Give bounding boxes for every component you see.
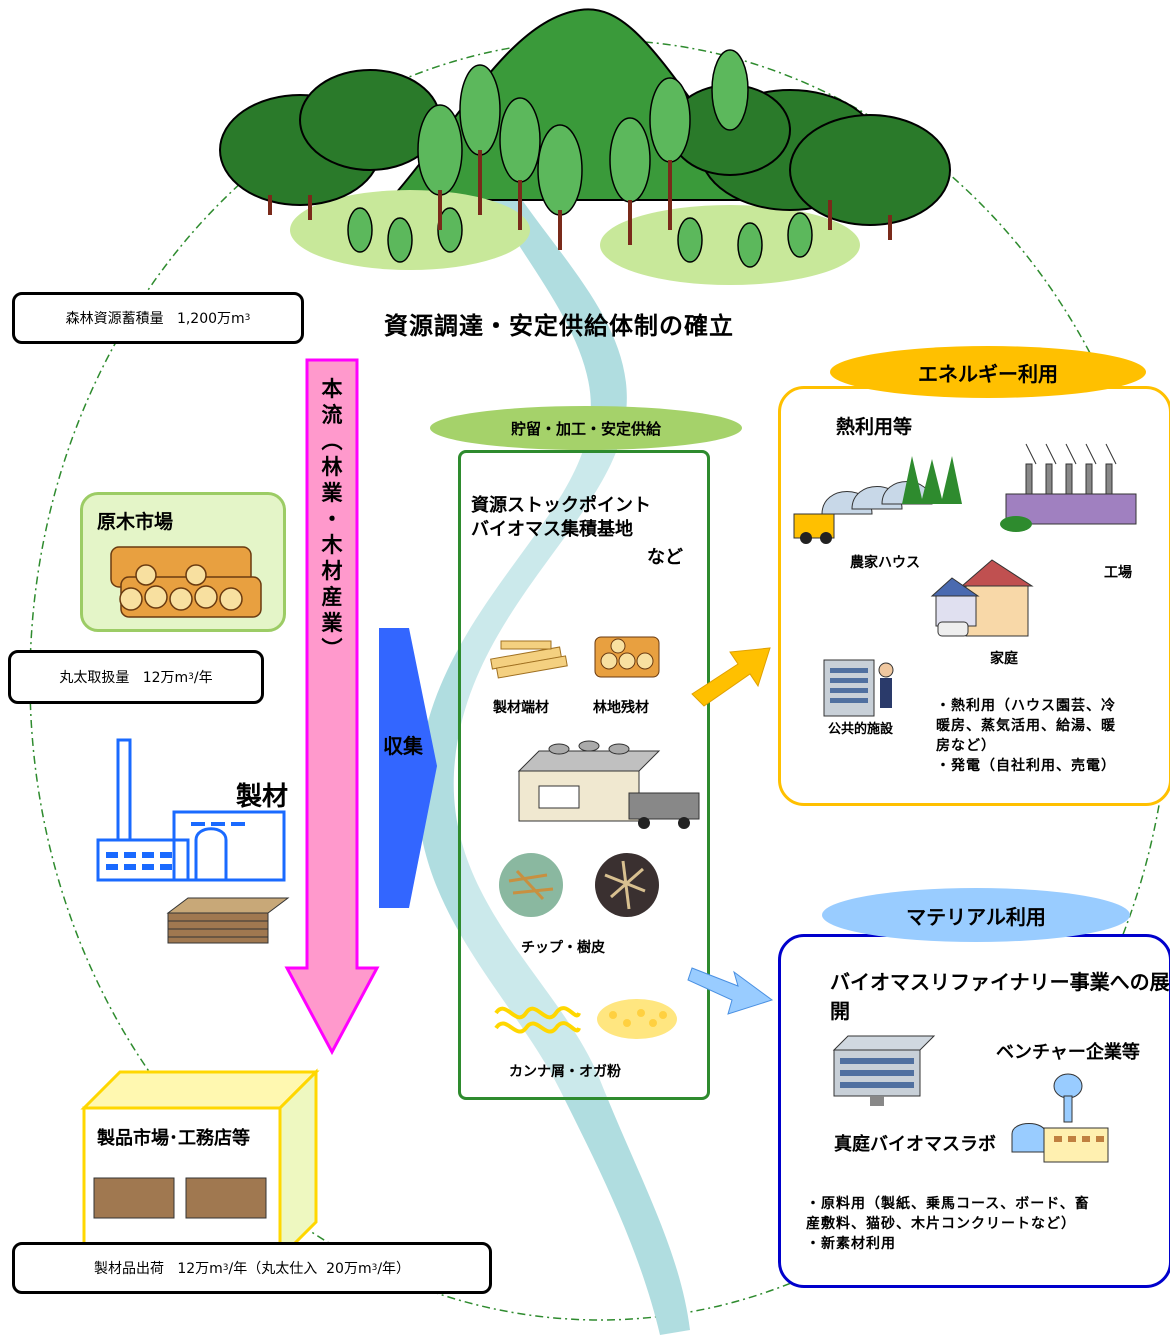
log-volume-unit: /年 (193, 670, 213, 686)
material-notes: ・原料用（製紙、乗馬コース、ボード、畜産敷料、猫砂、木片コンクリートなど） ・新… (806, 1196, 1090, 1252)
storage-line2: バイオマス集積基地 (471, 519, 633, 540)
factory-label: 工場 (1104, 565, 1132, 581)
energy-header: エネルギー利用 (830, 346, 1146, 398)
storage-header: 貯留・加工・安定供給 (430, 406, 742, 450)
lumber-stack-icon (166, 897, 290, 944)
mainstream-arrow (284, 358, 380, 1056)
public-facility-label: 公共的施設 (828, 722, 894, 737)
processing-plant-icon (517, 740, 700, 829)
shavings-label: カンナ屑・オガ粉 (509, 1064, 621, 1080)
mainstream-label: 本流 ︵林 業・ 木材 産業 ︶ (321, 377, 343, 661)
log-market-title: 原木市場 (97, 511, 174, 533)
product-market-title: 製品市場･工務店等 (97, 1128, 250, 1149)
forest-stock-label: 森林資源蓄積量 (65, 311, 164, 327)
chip-icon (499, 853, 563, 917)
lumber-offcut-icon (490, 640, 568, 679)
energy-subtitle: 熱利用等 (836, 416, 913, 438)
venture-plant-icon (1011, 1073, 1109, 1163)
log-volume-sup: 3 (188, 672, 194, 682)
material-subtitle: バイオマスリファイナリー事業への展開 (830, 970, 1170, 1023)
log-market-box: 原木市場 (80, 492, 286, 632)
log-volume-label: 丸太取扱量 (59, 670, 130, 686)
forest-residue-label: 林地残材 (593, 700, 649, 716)
sawmill-title: 製材 (236, 782, 289, 812)
material-header: マテリアル利用 (822, 888, 1130, 942)
collection-arrow (379, 628, 437, 908)
wood-shavings-icon (494, 1006, 581, 1034)
arrow-to-energy (691, 647, 771, 707)
venture-label: ベンチャー企業等 (996, 1042, 1140, 1063)
farm-house-label: 農家ハウス (850, 555, 920, 571)
material-panel (778, 934, 1170, 1288)
energy-panel (778, 386, 1170, 806)
bark-icon (595, 853, 659, 917)
shipment-value2: 20万m (326, 1261, 372, 1277)
forest-stock-value: 1,200万m (176, 311, 245, 327)
factory-icon (1000, 443, 1137, 532)
energy-notes: ・熱利用（ハウス園芸、冷暖房、蒸気活用、給湯、暖 房など）・発電（自社利用、売電… (936, 698, 1116, 774)
storage-line1: 資源ストックポイント (471, 495, 651, 516)
home-icon (930, 559, 1034, 637)
lab-label: 真庭バイオマスラボ (834, 1134, 996, 1155)
lab-building-icon (832, 1035, 936, 1106)
log-pile-icon (110, 546, 262, 618)
shipment-value: 12万m (177, 1261, 223, 1277)
shipment-label: 製材品出荷 (93, 1261, 164, 1277)
chip-bark-label: チップ・樹皮 (521, 940, 605, 956)
main-title: 資源調達・安定供給体制の確立 (384, 312, 734, 340)
forest-residue-icon (594, 636, 660, 678)
forest-stock-sup: 3 (244, 313, 251, 323)
storage-panel: 資源ストックポイント バイオマス集積基地 など 製材端材 林地残材 チップ・樹皮… (458, 450, 710, 1100)
storage-line3: など (647, 547, 683, 568)
forest-illustration (219, 8, 951, 285)
collection-label: 収集 (383, 734, 423, 758)
log-volume-value: 12万m (142, 670, 189, 686)
greenhouse-icon (793, 456, 962, 544)
arrow-to-material (687, 967, 774, 1015)
sawmill-factory-icon (96, 738, 286, 882)
sawdust-icon (597, 999, 677, 1039)
offcut-label: 製材端材 (493, 700, 549, 716)
home-label: 家庭 (990, 651, 1018, 667)
product-market-box (80, 1068, 320, 1262)
public-facility-icon (823, 659, 894, 717)
